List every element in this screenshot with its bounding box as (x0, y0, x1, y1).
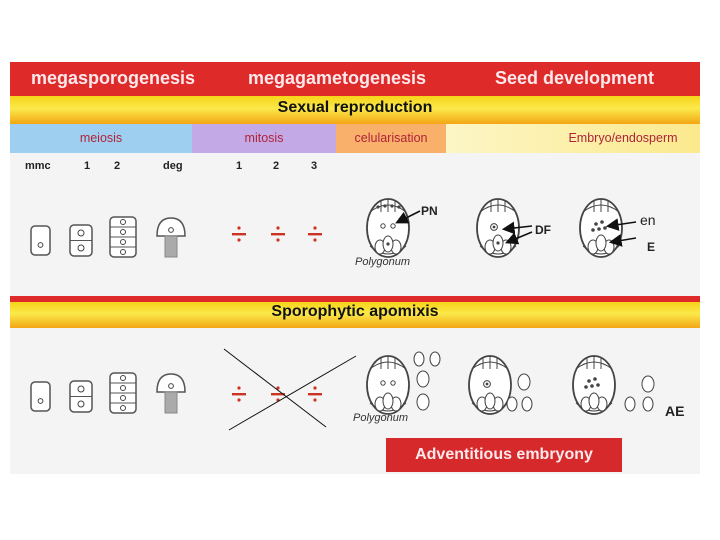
stage-meiosis: meiosis (10, 124, 192, 153)
header-seed-development: Seed development (495, 68, 655, 88)
tick-2: 2 (114, 160, 121, 172)
apomixis-band-top (10, 296, 700, 302)
seed-apomixis (572, 355, 616, 415)
label-df: DF (535, 223, 551, 237)
tick-mitosis-1: 1 (236, 160, 243, 172)
seed-endosperm-embryo (579, 198, 623, 258)
label-ae: AE (665, 403, 685, 419)
e-arrow (608, 234, 637, 247)
adventitious-embryony-banner: Adventitious embryony (386, 438, 622, 472)
header-megagametogenesis: megagametogenesis (248, 68, 427, 88)
label-pn: PN (421, 204, 438, 218)
sexual-reproduction-title: Sexual reproduction (277, 99, 433, 116)
label-polygonum-apomixis: Polygonum (353, 412, 409, 424)
adventitious-embryos-1 (413, 351, 441, 411)
header-megasporogenesis: megasporogenesis (31, 68, 196, 88)
tetrad-cell (109, 216, 137, 258)
adventitious-embryos-2 (506, 373, 533, 412)
division-signs-sexual (232, 226, 322, 242)
label-polygonum-sexual: Polygonum (355, 256, 411, 268)
stage-celularisation: celularisation (336, 124, 446, 153)
crossed-out-mark (223, 348, 357, 431)
tick-deg: deg (163, 160, 183, 172)
en-arrow (605, 218, 637, 231)
tick-mitosis-3: 3 (311, 160, 318, 172)
tick-mmc: mmc (25, 160, 51, 172)
label-e: E (647, 240, 656, 254)
stage-mitosis: mitosis (192, 124, 336, 153)
functional-megaspore-cell (156, 217, 186, 258)
dyad-cell-apomixis (69, 380, 93, 413)
embryo-sac-apomixis-1 (366, 355, 410, 415)
tick-mitosis-2: 2 (273, 160, 280, 172)
embryo-sac-apomixis-2 (468, 355, 512, 415)
df-arrow-upper (501, 221, 533, 235)
dyad-cell (69, 224, 93, 257)
division-signs-apomixis (232, 386, 322, 402)
label-en: en (640, 212, 656, 228)
apomixis-title: Sporophytic apomixis (271, 303, 439, 320)
stage-embryo-endosperm: Embryo/endosperm (568, 131, 678, 145)
embryo-sac-polygonum (366, 198, 410, 258)
tetrad-cell-apomixis (109, 372, 137, 414)
sexual-reproduction-band (10, 96, 700, 124)
functional-megaspore-apomixis (156, 373, 186, 414)
stage-embryo-endosperm-bg (446, 124, 700, 153)
adventitious-embryos-3 (624, 375, 655, 412)
mmc-cell-apomixis (30, 381, 51, 412)
phase-header-band (10, 62, 700, 96)
tick-1: 1 (84, 160, 91, 172)
pn-arrow (395, 210, 421, 224)
df-arrow-lower (505, 231, 533, 245)
mmc-cell (30, 225, 51, 256)
apomixis-band (10, 302, 700, 328)
